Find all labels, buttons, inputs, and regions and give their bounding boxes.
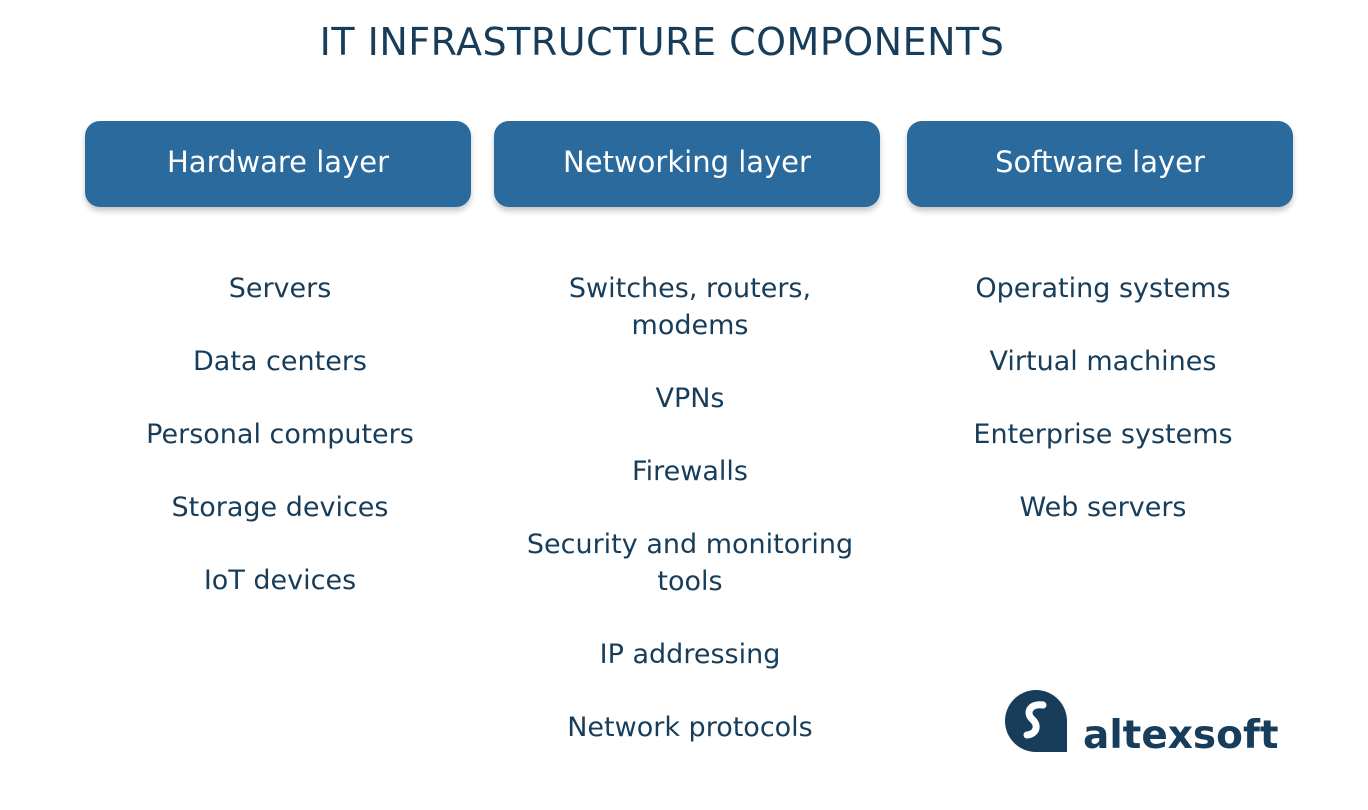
list-item: Data centers: [193, 346, 367, 377]
page-title: IT INFRASTRUCTURE COMPONENTS: [319, 20, 1005, 64]
list-item: Operating systems: [975, 273, 1231, 304]
software-layer-header: Software layer: [907, 121, 1293, 207]
list-item: Network protocols: [567, 712, 813, 743]
list-item: IoT devices: [203, 565, 357, 596]
list-item: Switches, routers, modems: [568, 273, 812, 341]
list-item: Servers: [228, 273, 332, 304]
list-item: Storage devices: [171, 492, 389, 523]
list-item: Web servers: [1019, 492, 1187, 523]
list-item: IP addressing: [599, 639, 781, 670]
hardware-layer-list: Servers Data centers Personal computers …: [85, 270, 475, 635]
list-item: Enterprise systems: [973, 419, 1233, 450]
networking-layer-list: Switches, routers, modems VPNs Firewalls…: [495, 270, 885, 782]
list-item: VPNs: [655, 383, 725, 414]
list-item: Security and monitoring tools: [526, 529, 854, 597]
hardware-layer-header: Hardware layer: [85, 121, 471, 207]
list-item: Virtual machines: [989, 346, 1217, 377]
altexsoft-logo: altexsoft: [1003, 684, 1303, 758]
list-item: Personal computers: [146, 419, 414, 450]
list-item: Firewalls: [632, 456, 748, 487]
networking-layer-header: Networking layer: [494, 121, 880, 207]
altexsoft-logo-mark-icon: [1005, 690, 1067, 752]
software-layer-list: Operating systems Virtual machines Enter…: [908, 270, 1298, 562]
altexsoft-logo-text: altexsoft: [1083, 713, 1279, 758]
